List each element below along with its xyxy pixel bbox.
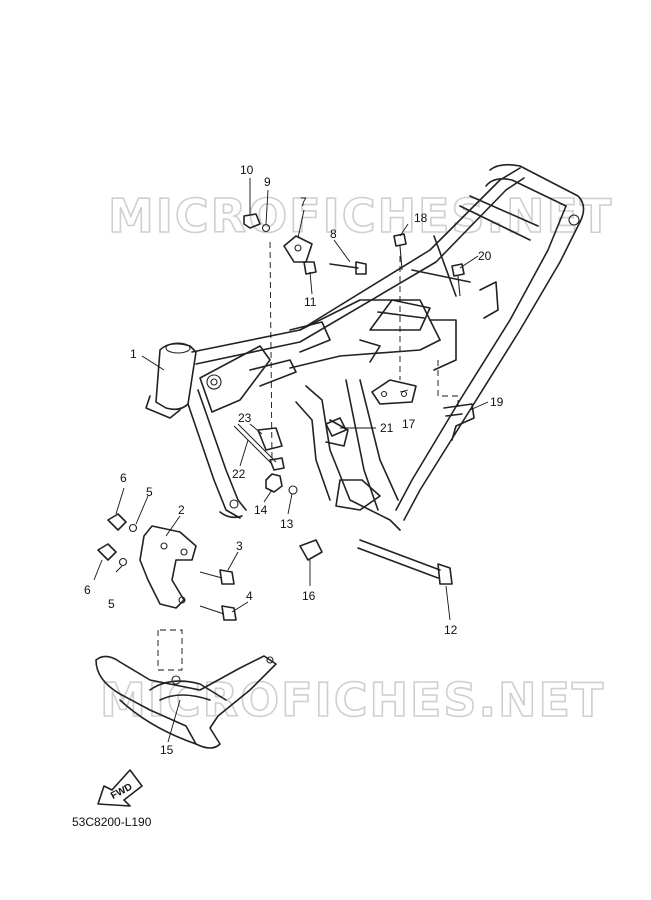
callout-23: 23 xyxy=(238,411,252,425)
upper-bracket xyxy=(243,213,367,275)
callout-17: 17 xyxy=(402,417,416,431)
forward-label: FWD xyxy=(109,782,134,802)
main-frame xyxy=(145,163,585,531)
skid-plate xyxy=(95,655,277,749)
callout-5a: 5 xyxy=(146,485,153,499)
watermark-top: MICROFICHES.NET xyxy=(108,189,613,243)
callout-13: 13 xyxy=(280,517,294,531)
callout-3: 3 xyxy=(236,539,243,553)
forward-arrow-icon: FWD xyxy=(97,769,143,807)
callout-1: 1 xyxy=(130,347,137,361)
callout-11: 11 xyxy=(304,295,317,309)
callout-18: 18 xyxy=(414,211,428,225)
leader-lines xyxy=(93,178,489,743)
callout-10: 10 xyxy=(240,163,254,177)
callout-15: 15 xyxy=(160,743,174,757)
callout-19: 19 xyxy=(490,395,504,409)
side-plate xyxy=(233,417,347,471)
callout-12: 12 xyxy=(444,623,458,637)
callout-labels: 1 2 3 4 5 5 6 6 7 8 9 10 11 12 13 14 15 … xyxy=(84,163,504,757)
callout-2: 2 xyxy=(178,503,185,517)
callout-5b: 5 xyxy=(108,597,115,611)
assembly-lines xyxy=(157,241,459,671)
diagram-code: 53C8200-L190 xyxy=(72,815,152,829)
rear-fasteners xyxy=(371,233,475,441)
callout-20: 20 xyxy=(478,249,492,263)
pivot-hardware xyxy=(265,473,453,585)
engine-bracket xyxy=(97,513,237,621)
callout-16: 16 xyxy=(302,589,316,603)
callout-14: 14 xyxy=(254,503,268,517)
callout-6b: 6 xyxy=(84,583,91,597)
callout-9: 9 xyxy=(264,175,271,189)
callout-4: 4 xyxy=(246,589,253,603)
callout-21: 21 xyxy=(380,421,394,435)
callout-22: 22 xyxy=(232,467,246,481)
callout-8: 8 xyxy=(330,227,337,241)
callout-6a: 6 xyxy=(120,471,127,485)
callout-7: 7 xyxy=(300,195,307,209)
